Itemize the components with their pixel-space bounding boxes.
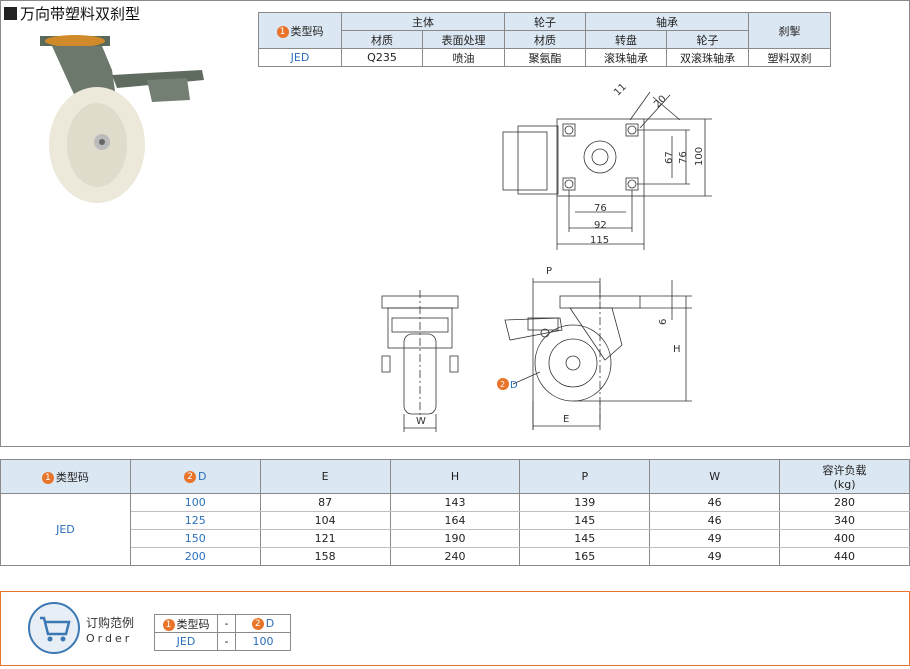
cell-e: 104 (259, 511, 391, 530)
cell-p: 139 (519, 493, 651, 512)
order-value-type: JED (154, 632, 218, 651)
dim-E: E (563, 414, 569, 425)
cell-d: 200 (129, 547, 261, 566)
order-title: 订购范例 (86, 616, 135, 630)
cell-h: 190 (389, 529, 521, 548)
cell-wheel-material: 聚氨酯 (504, 48, 586, 67)
dim-P: P (546, 266, 552, 277)
front-view (381, 290, 459, 432)
page-title: 万向带塑料双刹型 (4, 3, 140, 24)
dim-D: D (510, 380, 518, 391)
cell-load: 280 (779, 493, 910, 512)
title-square-icon (4, 7, 17, 20)
col-P: P (519, 459, 651, 494)
order-value-d: 100 (235, 632, 291, 651)
col-load: 容许负载(kg) (779, 459, 910, 494)
dim-92: 92 (594, 220, 607, 231)
dim-76-horizontal: 76 (594, 203, 607, 214)
group-bearing: 轴承 (585, 12, 749, 31)
order-value-dash: - (217, 632, 236, 651)
cell-w: 49 (649, 529, 781, 548)
d-number: 2 (500, 380, 505, 389)
cell-load: 400 (779, 529, 910, 548)
top-view (502, 91, 712, 250)
table-row: 150 121 190 145 49 400 (1, 529, 910, 548)
shopping-cart-icon (28, 602, 80, 654)
cell-w: 46 (649, 493, 781, 512)
order-head-dash: - (217, 614, 236, 633)
cell-p: 145 (519, 511, 651, 530)
cell-e: 158 (259, 547, 391, 566)
dim-76-vertical: 76 (678, 151, 689, 164)
cell-w: 46 (649, 511, 781, 530)
cell-h: 143 (389, 493, 521, 512)
cell-type-code: JED (0, 493, 131, 566)
spec-row: JED Q235 喷油 聚氨酯 滚珠轴承 双滚珠轴承 塑料双刹 (258, 48, 831, 67)
cell-h: 164 (389, 511, 521, 530)
group-body: 主体 (341, 12, 505, 31)
dim-H: H (673, 344, 681, 355)
cell-w: 49 (649, 547, 781, 566)
cell-d: 125 (129, 511, 261, 530)
cell-load: 340 (779, 511, 910, 530)
cell-swivel: 滚珠轴承 (585, 48, 667, 67)
table-row: 200 158 240 165 49 440 (1, 547, 910, 566)
group-wheel: 轮子 (504, 12, 586, 31)
dim-67: 67 (664, 151, 675, 164)
cell-load: 440 (779, 547, 910, 566)
dim-100: 100 (694, 147, 705, 166)
dim-W: W (416, 416, 426, 427)
table-row: JED 100 87 143 139 46 280 (0, 493, 910, 566)
cell-wheel-bearing: 双滚珠轴承 (666, 48, 749, 67)
dim-6: 6 (658, 319, 669, 325)
col-W: W (649, 459, 781, 494)
sub-wheel-bearing: 轮子 (666, 30, 749, 49)
dim-11: 11 (612, 82, 629, 99)
side-view (504, 278, 692, 430)
cell-d: 150 (129, 529, 261, 548)
col-H: H (389, 459, 521, 494)
col-E: E (259, 459, 391, 494)
dim-20: 20 (652, 94, 669, 111)
cell-d: 100 (129, 493, 261, 512)
cell-p: 165 (519, 547, 651, 566)
table-row: 125 104 164 145 46 340 (1, 511, 910, 530)
caster-photo (40, 35, 204, 203)
cell-h: 240 (389, 547, 521, 566)
cell-e: 121 (259, 529, 391, 548)
cell-p: 145 (519, 529, 651, 548)
order-subtitle: Order (86, 632, 133, 645)
technical-drawing: 11 20 67 76 100 76 92 115 (381, 82, 712, 432)
cell-brake: 塑料双刹 (748, 48, 831, 67)
dim-115: 115 (590, 235, 609, 246)
sub-wheel-material: 材质 (504, 30, 586, 49)
cell-e: 87 (259, 493, 391, 512)
d-number-badge (497, 378, 509, 390)
